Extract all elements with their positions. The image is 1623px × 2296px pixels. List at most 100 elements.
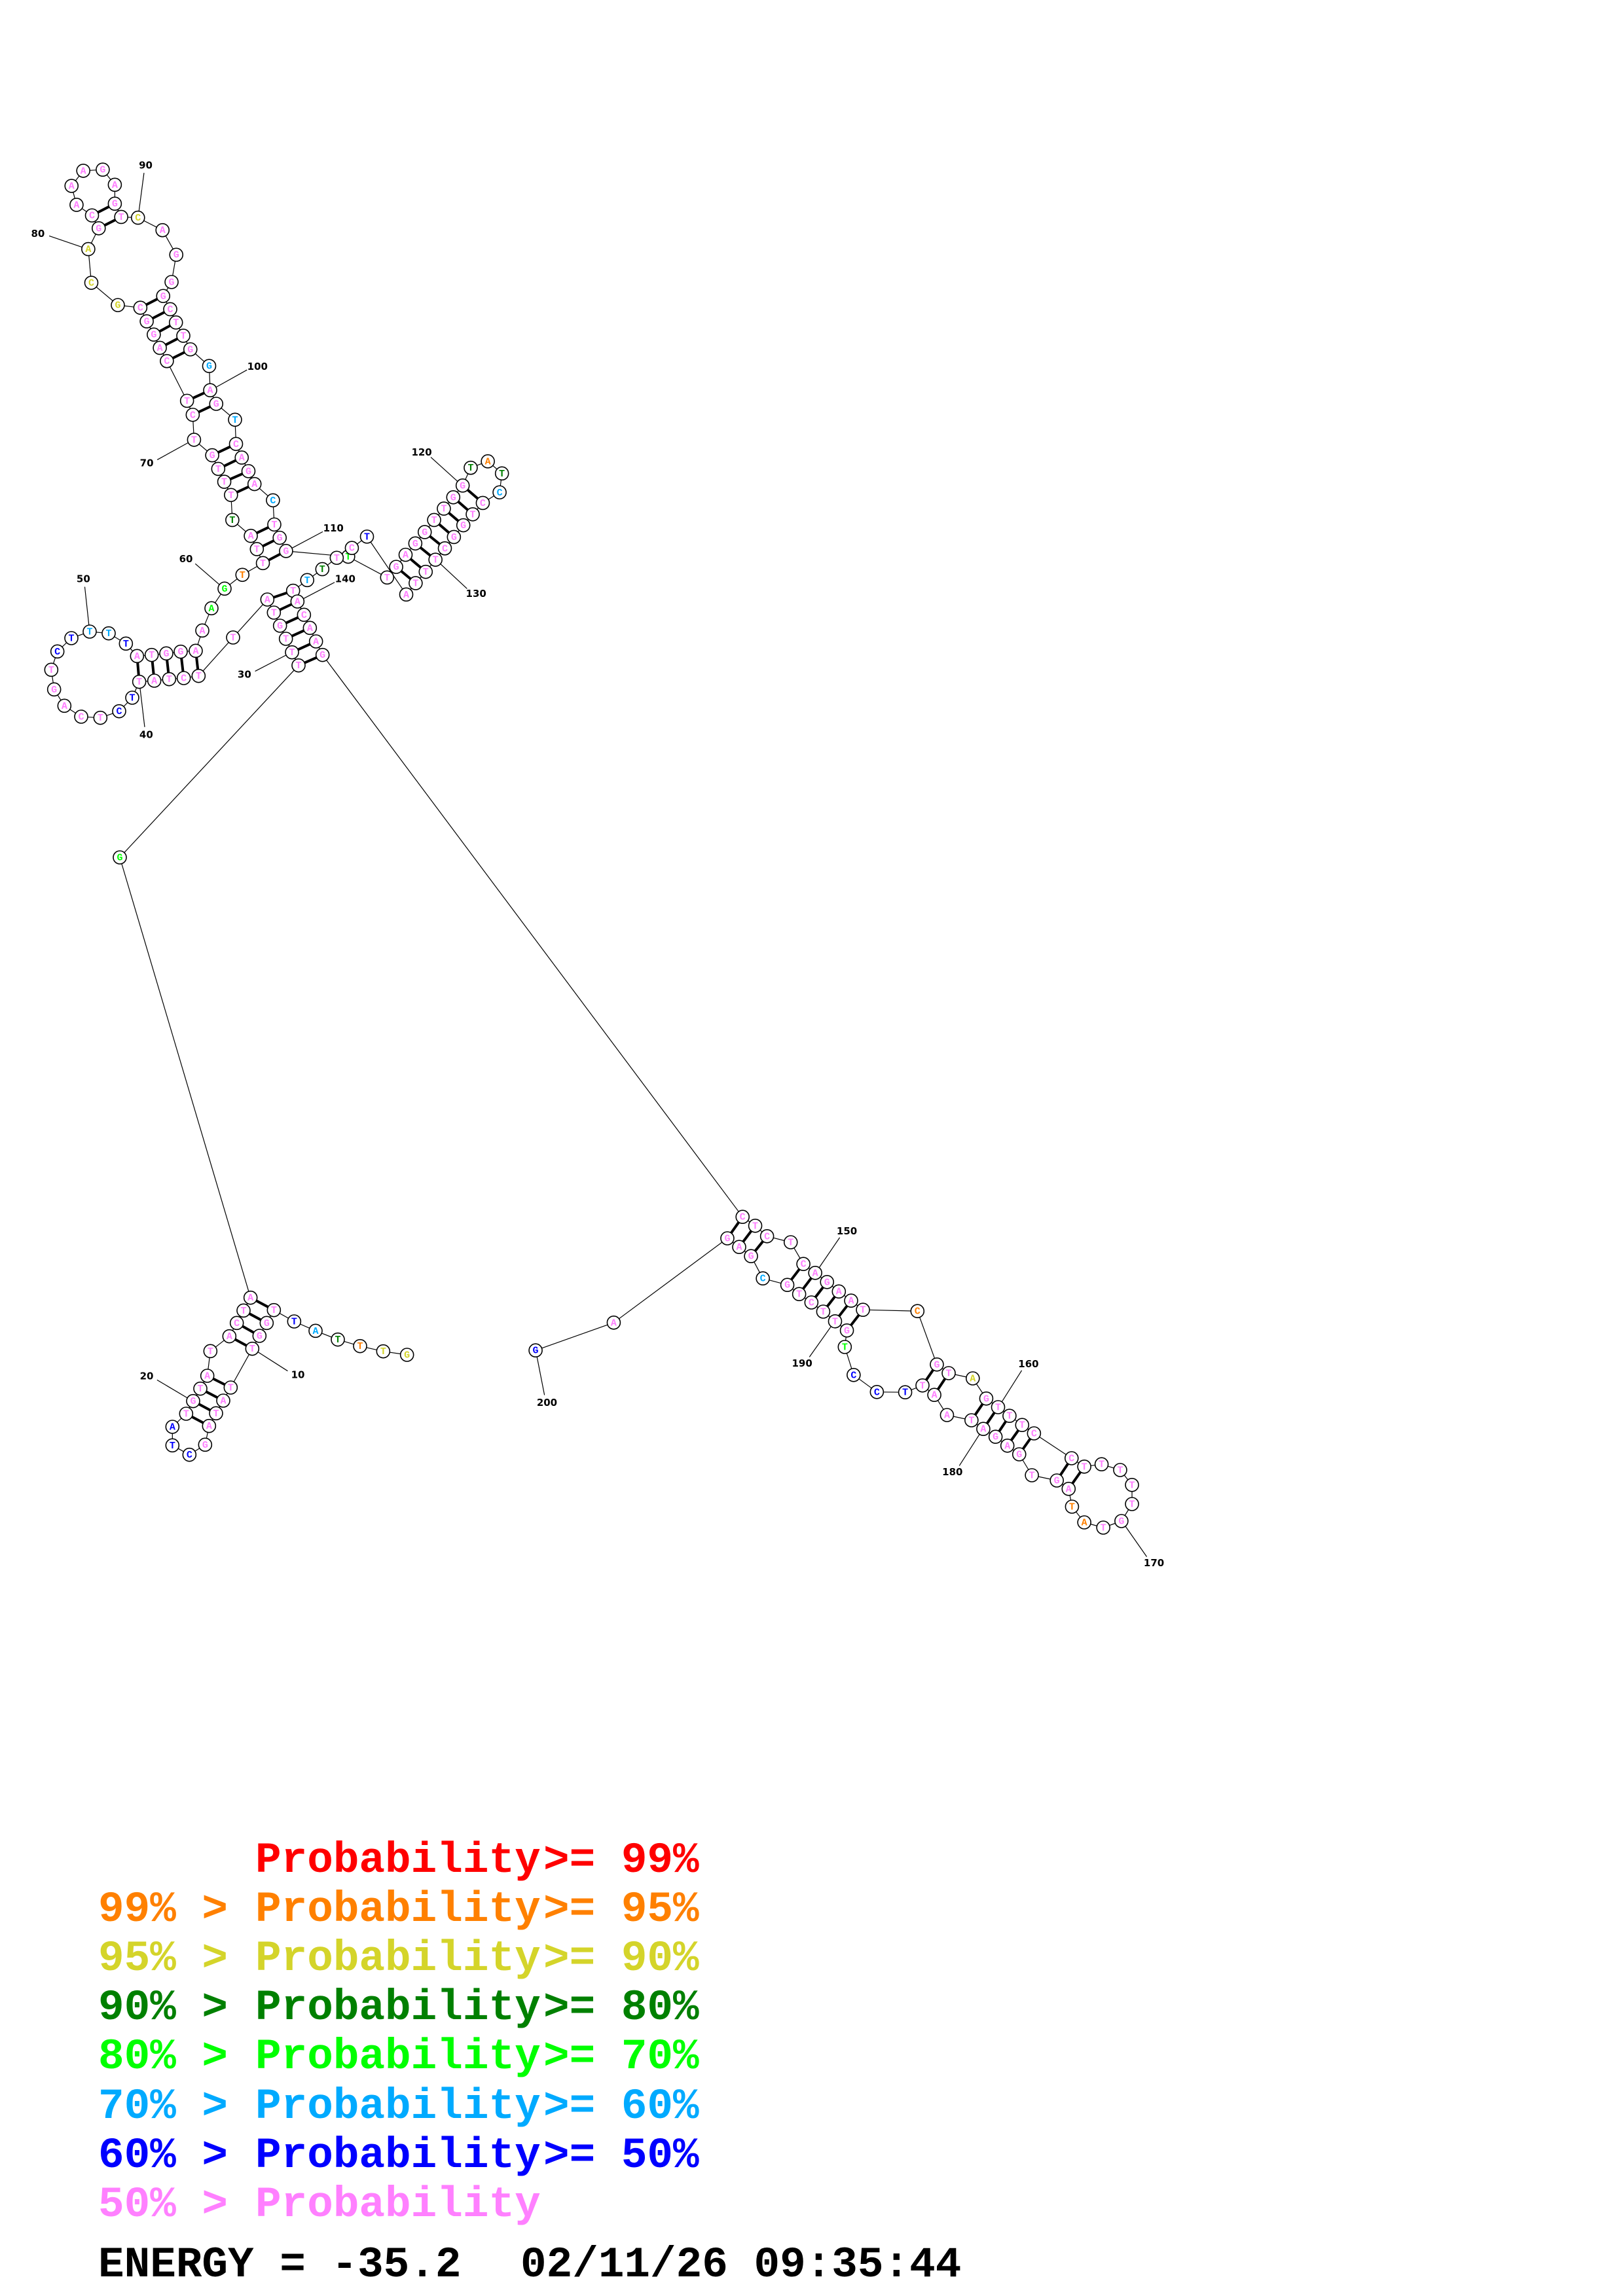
nucleotide: T bbox=[376, 1344, 391, 1359]
nucleotide-base: T bbox=[470, 509, 476, 520]
legend-suffix: >= 95% bbox=[543, 1885, 699, 1934]
nucleotide-circle bbox=[285, 645, 299, 660]
nucleotide-base: C bbox=[915, 1306, 921, 1318]
nucleotide-base: T bbox=[129, 693, 135, 704]
nucleotide: T bbox=[64, 631, 79, 645]
backbone-segment bbox=[322, 655, 743, 1217]
nucleotide: G bbox=[1049, 1473, 1064, 1488]
nucleotide-base: T bbox=[86, 627, 92, 638]
nucleotide-circle bbox=[272, 619, 287, 633]
nucleotide: T bbox=[1096, 1520, 1110, 1535]
nucleotide-base: T bbox=[180, 331, 186, 342]
nucleotide: G bbox=[930, 1357, 944, 1372]
nucleotide: T bbox=[162, 672, 177, 687]
nucleotide-base: T bbox=[304, 575, 310, 586]
nucleotide-circle bbox=[160, 353, 174, 368]
legend-prefix: 60% > bbox=[98, 2131, 228, 2180]
legend-suffix: >= 99% bbox=[543, 1836, 699, 1885]
nucleotide: A bbox=[202, 1418, 217, 1433]
probability-legend: Probability>= 99%99% >Probability>= 95%9… bbox=[98, 1836, 699, 2229]
nucleotide-base: G bbox=[190, 1396, 196, 1407]
nucleotide: A bbox=[243, 1290, 258, 1305]
backbone-segment bbox=[348, 556, 388, 578]
nucleotide-circle bbox=[107, 196, 122, 211]
position-tick bbox=[1001, 1370, 1023, 1403]
nucleotide: G bbox=[744, 1249, 758, 1263]
nucleotide: T bbox=[191, 668, 206, 683]
legend-row: 50% >Probability bbox=[98, 2180, 541, 2229]
nucleotide: T bbox=[748, 1219, 763, 1233]
nucleotide-circle bbox=[139, 314, 154, 329]
nucleotide: A bbox=[808, 1266, 822, 1280]
nucleotide-base: G bbox=[393, 562, 399, 573]
nucleotide-base: T bbox=[1117, 1465, 1123, 1477]
nucleotide: A bbox=[290, 594, 305, 609]
nucleotide-circle bbox=[74, 709, 88, 724]
position-label: 130 bbox=[466, 588, 486, 600]
nucleotide-base: G bbox=[51, 685, 57, 696]
position-tick bbox=[138, 173, 145, 212]
nucleotide: G bbox=[528, 1343, 543, 1357]
legend-prefix: 70% > bbox=[98, 2082, 228, 2131]
nucleotide-base: T bbox=[1069, 1502, 1075, 1513]
nucleotide: T bbox=[114, 209, 128, 224]
nucleotide-circle bbox=[144, 647, 159, 662]
nucleotide-base: C bbox=[89, 211, 95, 222]
nucleotide-circle bbox=[796, 1257, 811, 1271]
nucleotide: A bbox=[399, 587, 414, 602]
nucleotide: G bbox=[205, 448, 219, 463]
nucleotide: T bbox=[1125, 1497, 1139, 1511]
nucleotide-circle bbox=[816, 1304, 831, 1319]
nucleotide: C bbox=[297, 607, 312, 622]
nucleotide: G bbox=[389, 560, 403, 574]
nucleotide-base: A bbox=[1004, 1441, 1010, 1452]
nucleotide-circle bbox=[165, 1420, 180, 1434]
nucleotide: T bbox=[287, 1314, 302, 1329]
nucleotide-circle bbox=[398, 547, 413, 562]
nucleotide-base: T bbox=[271, 1305, 277, 1316]
nucleotide: T bbox=[203, 1344, 218, 1359]
nucleotide-base: T bbox=[1006, 1411, 1012, 1422]
nucleotide-circle bbox=[159, 646, 173, 661]
nucleotide-circle bbox=[380, 570, 395, 585]
nucleotide: T bbox=[179, 393, 194, 408]
nucleotide: T bbox=[409, 576, 423, 590]
nucleotide-circle bbox=[748, 1219, 763, 1233]
nucleotide-circle bbox=[44, 662, 59, 677]
nucleotide-base: T bbox=[380, 1346, 386, 1357]
nucleotide-circle bbox=[376, 1344, 391, 1359]
nucleotide-circle bbox=[409, 576, 423, 590]
nucleotide-circle bbox=[464, 460, 478, 475]
nucleotide-circle bbox=[735, 1210, 750, 1224]
nucleotide-base: T bbox=[240, 1306, 246, 1317]
nucleotide-circle bbox=[820, 1275, 835, 1289]
nucleotide-base: G bbox=[412, 539, 418, 550]
legend-row: 95% >Probability>= 90% bbox=[98, 1934, 699, 1983]
nucleotide: T bbox=[224, 488, 238, 503]
nucleotide-base: T bbox=[345, 552, 351, 563]
nucleotide-base: C bbox=[809, 1298, 814, 1309]
nucleotide-base: A bbox=[836, 1287, 842, 1298]
position-tick bbox=[1124, 1525, 1148, 1557]
nucleotide: A bbox=[130, 649, 145, 664]
nucleotide-circle bbox=[112, 704, 126, 719]
nucleotide-circle bbox=[244, 528, 258, 543]
nucleotide-circle bbox=[759, 1229, 775, 1244]
nucleotide-circle bbox=[1125, 1497, 1139, 1511]
nucleotide: T bbox=[792, 1287, 807, 1301]
nucleotide-circle bbox=[720, 1231, 735, 1246]
nucleotide-base: A bbox=[307, 623, 313, 634]
nucleotide-circle bbox=[964, 1413, 979, 1427]
nucleotide-base: C bbox=[270, 495, 276, 507]
nucleotide-circle bbox=[291, 658, 306, 673]
nucleotide: G bbox=[820, 1275, 835, 1289]
nucleotide-circle bbox=[169, 247, 184, 262]
nucleotide-base: A bbox=[199, 626, 205, 637]
nucleotide-circle bbox=[155, 223, 170, 238]
backbone-segment bbox=[535, 1322, 614, 1351]
nucleotide: T bbox=[783, 1235, 798, 1249]
nucleotide: T bbox=[1077, 1460, 1091, 1474]
nucleotide-base: C bbox=[135, 213, 141, 224]
nucleotide: G bbox=[159, 646, 173, 661]
nucleotide-base: G bbox=[206, 361, 212, 372]
